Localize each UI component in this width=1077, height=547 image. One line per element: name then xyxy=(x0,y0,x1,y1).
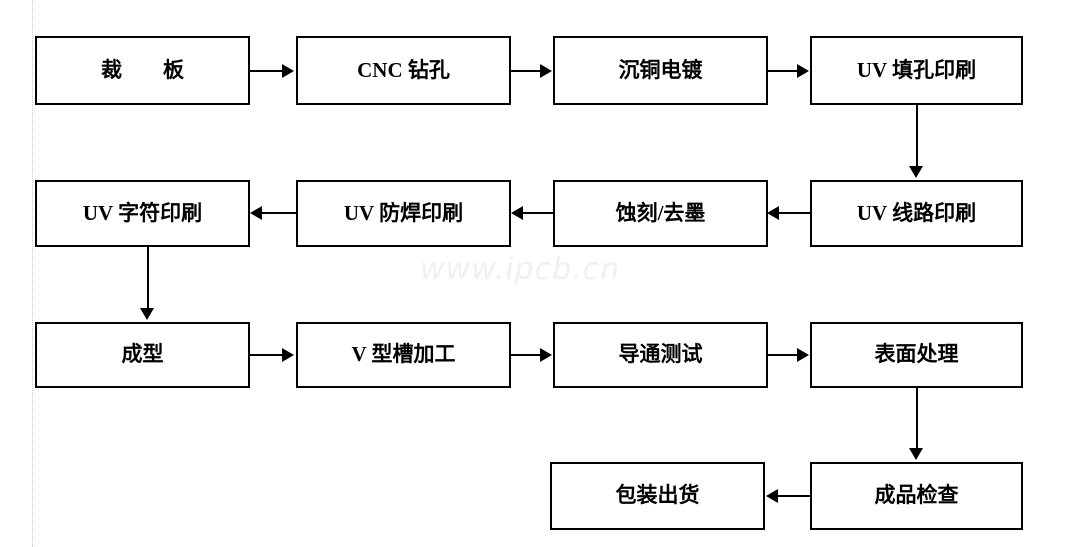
arrowhead-n1-n2 xyxy=(282,64,294,78)
process-node-cnc-drilling[interactable]: CNC 钻孔 xyxy=(296,36,511,105)
node-label: UV 填孔印刷 xyxy=(856,57,977,82)
connector-n2-n3 xyxy=(511,70,542,72)
process-node-copper-plating[interactable]: 沉铜电镀 xyxy=(553,36,768,105)
process-node-v-cut[interactable]: V 型槽加工 xyxy=(296,322,511,388)
arrowhead-n9-n10 xyxy=(282,348,294,362)
process-node-profiling[interactable]: 成型 xyxy=(35,322,250,388)
process-node-cutting[interactable]: 裁 板 xyxy=(35,36,250,105)
process-node-continuity-test[interactable]: 导通测试 xyxy=(553,322,768,388)
process-node-uv-legend-print[interactable]: UV 字符印刷 xyxy=(35,180,250,247)
node-label: UV 线路印刷 xyxy=(856,200,977,225)
node-label: 包装出货 xyxy=(615,483,700,508)
connector-n7-n8 xyxy=(262,212,296,214)
arrowhead-n2-n3 xyxy=(540,64,552,78)
connector-n13-n14 xyxy=(778,495,810,497)
arrowhead-n6-n7 xyxy=(511,206,523,220)
node-label: 表面处理 xyxy=(874,342,959,367)
node-label: 蚀刻/去墨 xyxy=(615,200,706,225)
arrowhead-n12-n13 xyxy=(909,448,923,460)
node-label: 沉铜电镀 xyxy=(618,57,703,82)
arrowhead-n7-n8 xyxy=(250,206,262,220)
connector-n3-n4 xyxy=(768,70,798,72)
arrowhead-n4-n5 xyxy=(909,166,923,178)
arrowhead-n5-n6 xyxy=(767,206,779,220)
arrowhead-n11-n12 xyxy=(797,348,809,362)
node-label: UV 字符印刷 xyxy=(82,200,203,225)
process-node-final-inspection[interactable]: 成品检查 xyxy=(810,462,1023,530)
node-label: 裁 板 xyxy=(101,57,194,82)
connector-n6-n7 xyxy=(523,212,553,214)
process-node-uv-hole-fill-print[interactable]: UV 填孔印刷 xyxy=(810,36,1023,105)
connector-n4-n5 xyxy=(916,105,918,168)
node-label: 成品检查 xyxy=(874,483,959,508)
process-node-surface-finish[interactable]: 表面处理 xyxy=(810,322,1023,388)
page-margin-guide xyxy=(32,0,33,547)
arrowhead-n13-n14 xyxy=(766,489,778,503)
node-label: UV 防焊印刷 xyxy=(343,200,464,225)
process-node-etching-stripping[interactable]: 蚀刻/去墨 xyxy=(553,180,768,247)
connector-n10-n11 xyxy=(511,354,542,356)
connector-n11-n12 xyxy=(768,354,798,356)
process-node-uv-solder-mask-print[interactable]: UV 防焊印刷 xyxy=(296,180,511,247)
node-label: CNC 钻孔 xyxy=(357,57,450,82)
process-node-packing-shipping[interactable]: 包装出货 xyxy=(550,462,765,530)
arrowhead-n10-n11 xyxy=(540,348,552,362)
connector-n5-n6 xyxy=(779,212,810,214)
site-watermark: www.ipcb.cn xyxy=(420,252,621,287)
connector-n12-n13 xyxy=(916,388,918,450)
connector-n1-n2 xyxy=(250,70,284,72)
arrowhead-n8-n9 xyxy=(140,308,154,320)
node-label: 成型 xyxy=(121,342,164,367)
connector-n9-n10 xyxy=(250,354,284,356)
arrowhead-n3-n4 xyxy=(797,64,809,78)
node-label: V 型槽加工 xyxy=(351,342,456,367)
node-label: 导通测试 xyxy=(618,342,703,367)
connector-n8-n9 xyxy=(147,247,149,310)
process-node-uv-circuit-print[interactable]: UV 线路印刷 xyxy=(810,180,1023,247)
